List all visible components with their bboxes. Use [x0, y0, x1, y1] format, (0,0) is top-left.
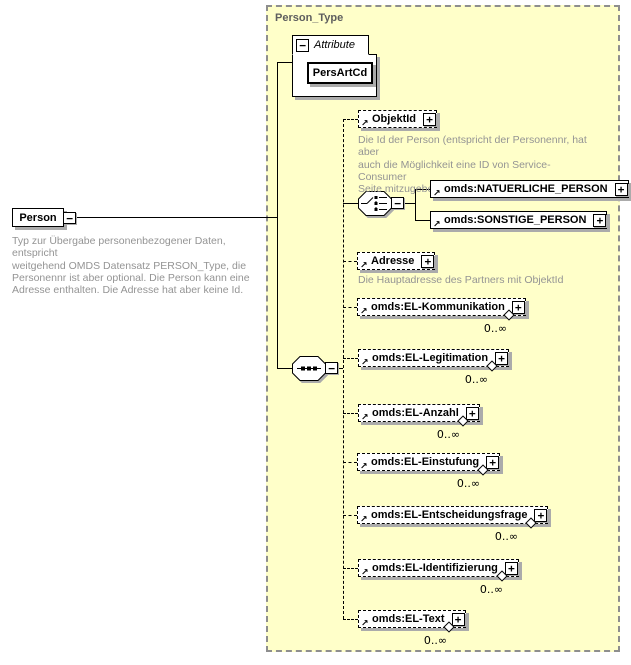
connector-stub-legitimation — [343, 358, 358, 359]
element-label: ObjektId — [372, 113, 417, 125]
expand-icon[interactable]: + — [614, 182, 628, 196]
collapse-icon[interactable]: − — [63, 212, 76, 224]
connector-stub-identifizierung — [343, 568, 358, 569]
connector-stub-objektid — [343, 119, 358, 120]
element-el-anzahl[interactable]: ↗ omds:EL-Anzahl + — [358, 404, 480, 427]
connector-stub-adresse — [343, 261, 357, 262]
reference-arrow-icon: ↗ — [360, 261, 368, 271]
occurs-label: 0..∞ — [456, 477, 480, 490]
reference-arrow-icon: ↗ — [361, 619, 369, 629]
connector-choice-bottom — [415, 220, 430, 221]
connector-choice-out — [404, 203, 415, 204]
expand-icon[interactable]: + — [495, 351, 509, 365]
reference-arrow-icon: ↗ — [361, 413, 369, 423]
element-label: omds:EL-Legitimation — [372, 352, 489, 364]
element-person[interactable]: Person — [12, 208, 64, 227]
element-objektid[interactable]: ↗ ObjektId + — [358, 110, 438, 129]
connector-sequence-out — [338, 368, 343, 369]
reference-arrow-icon: ↗ — [360, 307, 368, 317]
element-description: Die Hauptadresse des Partners mit Objekt… — [358, 274, 564, 286]
element-label: Adresse — [371, 255, 415, 267]
attribute-section-label: Attribute — [314, 39, 355, 51]
reference-arrow-icon: ↗ — [360, 515, 368, 525]
element-el-legitimation[interactable]: ↗ omds:EL-Legitimation + — [358, 349, 510, 372]
collapse-icon[interactable]: − — [391, 197, 404, 209]
occurs-label: 0..∞ — [423, 634, 447, 647]
expand-icon[interactable]: + — [423, 112, 437, 126]
connector-stub-einstufung — [343, 462, 357, 463]
element-label: omds:EL-Kommunikation — [371, 301, 505, 313]
expand-icon[interactable]: + — [465, 406, 479, 420]
connector-stub-choice — [343, 203, 358, 204]
element-el-entscheidungsfrage[interactable]: ↗ omds:EL-Entscheidungsfrage + — [357, 506, 549, 529]
connector-trunk — [343, 119, 344, 619]
collapse-icon[interactable]: − — [325, 362, 338, 374]
attribute-section-tab: − Attribute — [292, 35, 369, 55]
reference-arrow-icon: ↗ — [361, 119, 369, 129]
element-el-identifizierung[interactable]: ↗ omds:EL-Identifizierung + — [358, 559, 519, 582]
element-adresse[interactable]: ↗ Adresse + — [357, 252, 436, 271]
element-description: Typ zur Übergabe personenbezogener Daten… — [12, 235, 250, 297]
connector-stub-kommunikation — [343, 307, 357, 308]
element-label: omds:EL-Anzahl — [372, 407, 459, 419]
element-el-kommunikation[interactable]: ↗ omds:EL-Kommunikation + — [357, 298, 526, 321]
reference-arrow-icon: ↗ — [433, 220, 441, 230]
expand-icon[interactable]: + — [504, 561, 518, 575]
attribute-persartcd[interactable]: PersArtCd — [307, 62, 373, 84]
connector-stub-anzahl — [343, 413, 358, 414]
connector-choice-vertical — [415, 189, 416, 220]
collapse-icon[interactable]: − — [296, 38, 309, 52]
reference-arrow-icon: ↗ — [433, 189, 441, 199]
expand-icon[interactable]: + — [486, 455, 500, 469]
expand-icon[interactable]: + — [421, 254, 435, 268]
connector-main-vertical — [277, 62, 278, 369]
element-el-einstufung[interactable]: ↗ omds:EL-Einstufung + — [357, 453, 501, 476]
element-label: omds:EL-Einstufung — [371, 456, 480, 468]
person-type-container: Person_Type — [266, 5, 620, 652]
element-label: omds:EL-Identifizierung — [372, 562, 498, 574]
connector-attribute-elbow — [277, 62, 292, 63]
element-description: Die Id der Person (entspricht der Person… — [358, 134, 587, 196]
connector-choice-top — [415, 189, 430, 190]
element-natuerliche-person[interactable]: ↗ omds:NATUERLICHE_PERSON + — [430, 180, 629, 199]
connector-sequence-elbow — [277, 368, 292, 369]
expand-icon[interactable]: + — [534, 508, 548, 522]
sequence-icon[interactable] — [292, 356, 326, 381]
occurs-label: 0..∞ — [483, 322, 507, 335]
occurs-label: 0..∞ — [464, 373, 488, 386]
expand-icon[interactable]: + — [593, 213, 607, 227]
choice-icon[interactable] — [358, 191, 392, 216]
connector-person-line — [76, 217, 277, 218]
occurs-label: 0..∞ — [436, 428, 460, 441]
container-title: Person_Type — [275, 12, 344, 24]
expand-icon[interactable]: + — [451, 612, 465, 626]
connector-stub-text — [343, 619, 358, 620]
connector-stub-entscheidungsfrage — [343, 515, 357, 516]
element-sonstige-person[interactable]: ↗ omds:SONSTIGE_PERSON + — [430, 211, 608, 230]
occurs-label: 0..∞ — [494, 530, 518, 543]
element-el-text[interactable]: ↗ omds:EL-Text + — [358, 610, 466, 633]
element-label: omds:EL-Entscheidungsfrage — [371, 509, 528, 521]
element-label: omds:EL-Text — [372, 613, 445, 625]
reference-arrow-icon: ↗ — [361, 358, 369, 368]
reference-arrow-icon: ↗ — [361, 568, 369, 578]
expand-icon[interactable]: + — [511, 300, 525, 314]
occurs-label: 0..∞ — [479, 583, 503, 596]
element-label: omds:NATUERLICHE_PERSON — [444, 183, 608, 195]
reference-arrow-icon: ↗ — [360, 462, 368, 472]
element-label: Person — [19, 211, 57, 224]
element-label: omds:SONSTIGE_PERSON — [444, 214, 587, 226]
